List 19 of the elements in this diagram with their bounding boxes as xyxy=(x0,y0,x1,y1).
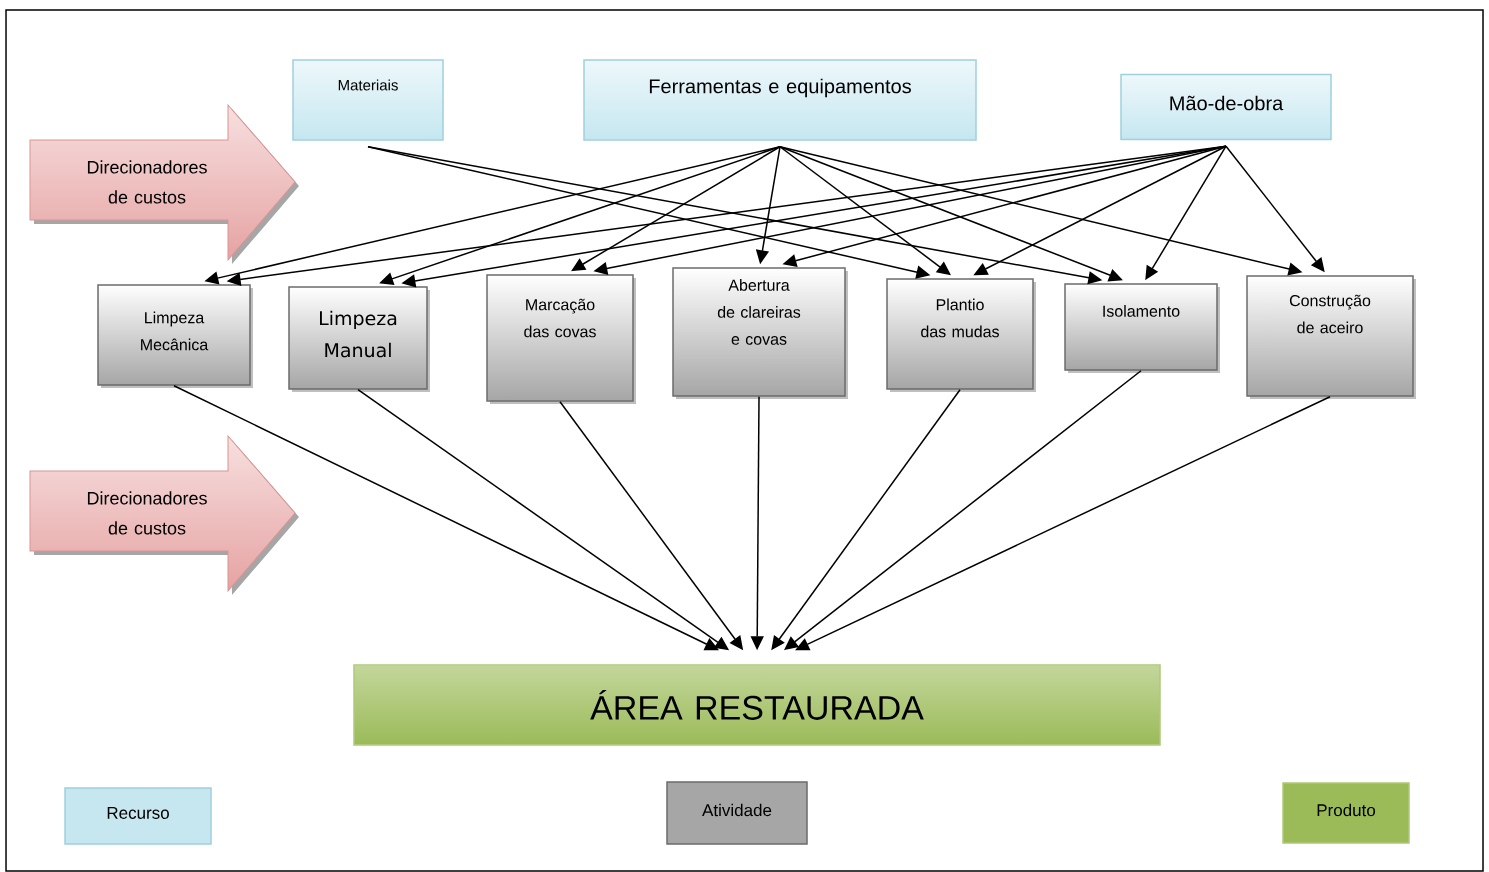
product-box: ÁREA RESTAURADA xyxy=(353,664,1161,746)
arrow xyxy=(571,146,781,272)
arrow xyxy=(173,385,719,651)
pointer-banner: Direcionadores de custos xyxy=(29,435,299,595)
resource-box: Mão-de-obra xyxy=(1120,73,1332,141)
resource-box: Ferramentas e equipamentos xyxy=(583,59,977,141)
activity-box: Isolamento xyxy=(1064,283,1220,373)
activity-box: Limpeza Manual xyxy=(288,286,430,392)
legend-box: Produto xyxy=(1282,782,1410,844)
activity-box: Limpeza Mecânica xyxy=(97,284,253,388)
activity-box: Plantio das mudas xyxy=(886,278,1036,392)
activity-box: Abertura de clareiras e covas xyxy=(672,267,848,399)
resource-box: Materiais xyxy=(292,59,444,141)
pointer-banner: Direcionadores de custos xyxy=(29,104,299,264)
legend-box: Atividade xyxy=(666,781,808,845)
activity-box: Marcação das covas xyxy=(486,274,636,404)
legend-box: Recurso xyxy=(64,787,212,845)
activity-box: Construção de aceiro xyxy=(1246,275,1416,399)
arrow xyxy=(795,396,1331,651)
